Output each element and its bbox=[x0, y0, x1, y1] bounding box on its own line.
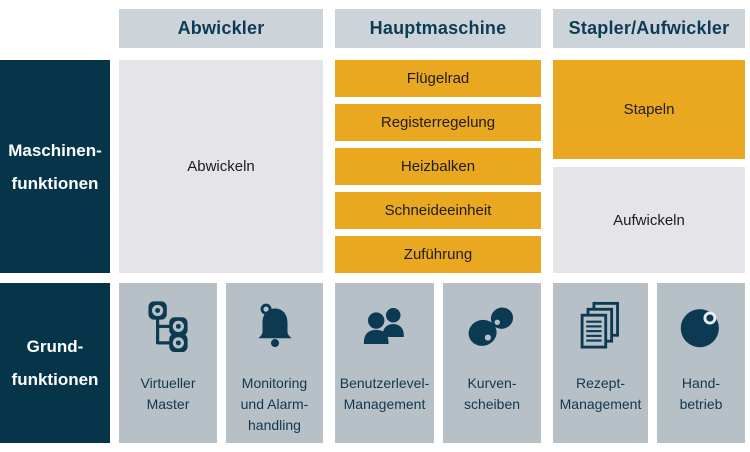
block-aufwickeln: Aufwickeln bbox=[553, 167, 745, 273]
header-hauptmaschine-label: Hauptmaschine bbox=[369, 18, 507, 38]
block-zufuehrung-label: Zuführung bbox=[403, 246, 473, 263]
card-label: Kurven- scheiben bbox=[464, 373, 520, 415]
card-label-line: Hand- bbox=[681, 375, 721, 391]
card-rezept-management: Rezept- Management bbox=[553, 283, 648, 443]
card-label-line: Kurven- bbox=[467, 375, 517, 391]
card-label-line: handling bbox=[248, 417, 301, 433]
card-label-line: Monitoring bbox=[241, 375, 308, 391]
card-label-line: Master bbox=[146, 396, 190, 412]
block-stapeln: Stapeln bbox=[553, 60, 745, 159]
block-zufuehrung: Zuführung bbox=[335, 236, 541, 273]
block-aufwickeln-label: Aufwickeln bbox=[613, 211, 685, 229]
card-label-line: betrieb bbox=[679, 396, 723, 412]
card-monitoring-alarmhandling: Monitoring und Alarm- handling bbox=[226, 283, 323, 443]
header-abwickler: Abwickler bbox=[119, 9, 323, 48]
card-label-line: scheiben bbox=[463, 396, 521, 412]
block-heizbalken-label: Heizbalken bbox=[400, 158, 476, 175]
card-label-line: Management bbox=[559, 396, 642, 412]
card-label: Benutzerlevel- Management bbox=[340, 373, 430, 415]
users-icon bbox=[358, 297, 412, 357]
card-label: Hand- betrieb bbox=[680, 373, 723, 415]
stapler-block-stack: Stapeln Aufwickeln bbox=[553, 60, 745, 273]
card-virtueller-master: Virtueller Master bbox=[119, 283, 217, 443]
header-abwickler-label: Abwickler bbox=[177, 18, 265, 38]
block-abwickeln-label: Abwickeln bbox=[187, 158, 255, 175]
row-label-line: funktionen bbox=[11, 370, 99, 389]
card-label-line: und Alarm- bbox=[240, 396, 309, 412]
block-registerregelung: Registerregelung bbox=[335, 104, 541, 141]
card-handbetrieb: Hand- betrieb bbox=[657, 283, 745, 443]
row-label-grundfunktionen: Grund- funktionen bbox=[0, 283, 110, 443]
handwheel-icon bbox=[676, 297, 726, 357]
row-label-line: Grund- bbox=[26, 337, 84, 356]
alarm-bell-icon bbox=[250, 297, 300, 357]
block-registerregelung-label: Registerregelung bbox=[380, 114, 496, 131]
row-label-maschinenfunktionen: Maschinen- funktionen bbox=[0, 60, 110, 273]
card-benutzerlevel-management: Benutzerlevel- Management bbox=[335, 283, 434, 443]
card-label: Virtueller Master bbox=[141, 373, 196, 415]
virtual-master-icon bbox=[146, 297, 190, 357]
card-label: Rezept- Management bbox=[560, 373, 642, 415]
cam-discs-icon bbox=[465, 297, 519, 357]
header-stapler-aufwickler-label: Stapler/Aufwickler bbox=[568, 18, 730, 38]
block-schneideeinheit: Schneideeinheit bbox=[335, 192, 541, 229]
header-hauptmaschine: Hauptmaschine bbox=[335, 9, 541, 48]
card-kurvenscheiben: Kurven- scheiben bbox=[443, 283, 541, 443]
card-label-line: Virtueller bbox=[140, 375, 196, 391]
hauptmaschine-block-stack: Flügelrad Registerregelung Heizbalken Sc… bbox=[335, 60, 541, 273]
row-label-line: funktionen bbox=[11, 173, 99, 193]
block-abwickeln: Abwickeln bbox=[119, 60, 323, 273]
header-stapler-aufwickler: Stapler/Aufwickler bbox=[553, 9, 745, 48]
row-label-line: Maschinen- bbox=[8, 140, 102, 160]
block-fluegelrad: Flügelrad bbox=[335, 60, 541, 97]
documents-icon bbox=[576, 297, 626, 357]
block-heizbalken: Heizbalken bbox=[335, 148, 541, 185]
card-label-line: Benutzerlevel- bbox=[339, 375, 430, 391]
card-label: Monitoring und Alarm- handling bbox=[241, 373, 309, 436]
block-stapeln-label: Stapeln bbox=[623, 101, 675, 118]
card-label-line: Management bbox=[343, 396, 426, 412]
block-schneideeinheit-label: Schneideeinheit bbox=[384, 202, 492, 219]
card-label-line: Rezept- bbox=[575, 375, 626, 391]
block-fluegelrad-label: Flügelrad bbox=[406, 70, 470, 87]
